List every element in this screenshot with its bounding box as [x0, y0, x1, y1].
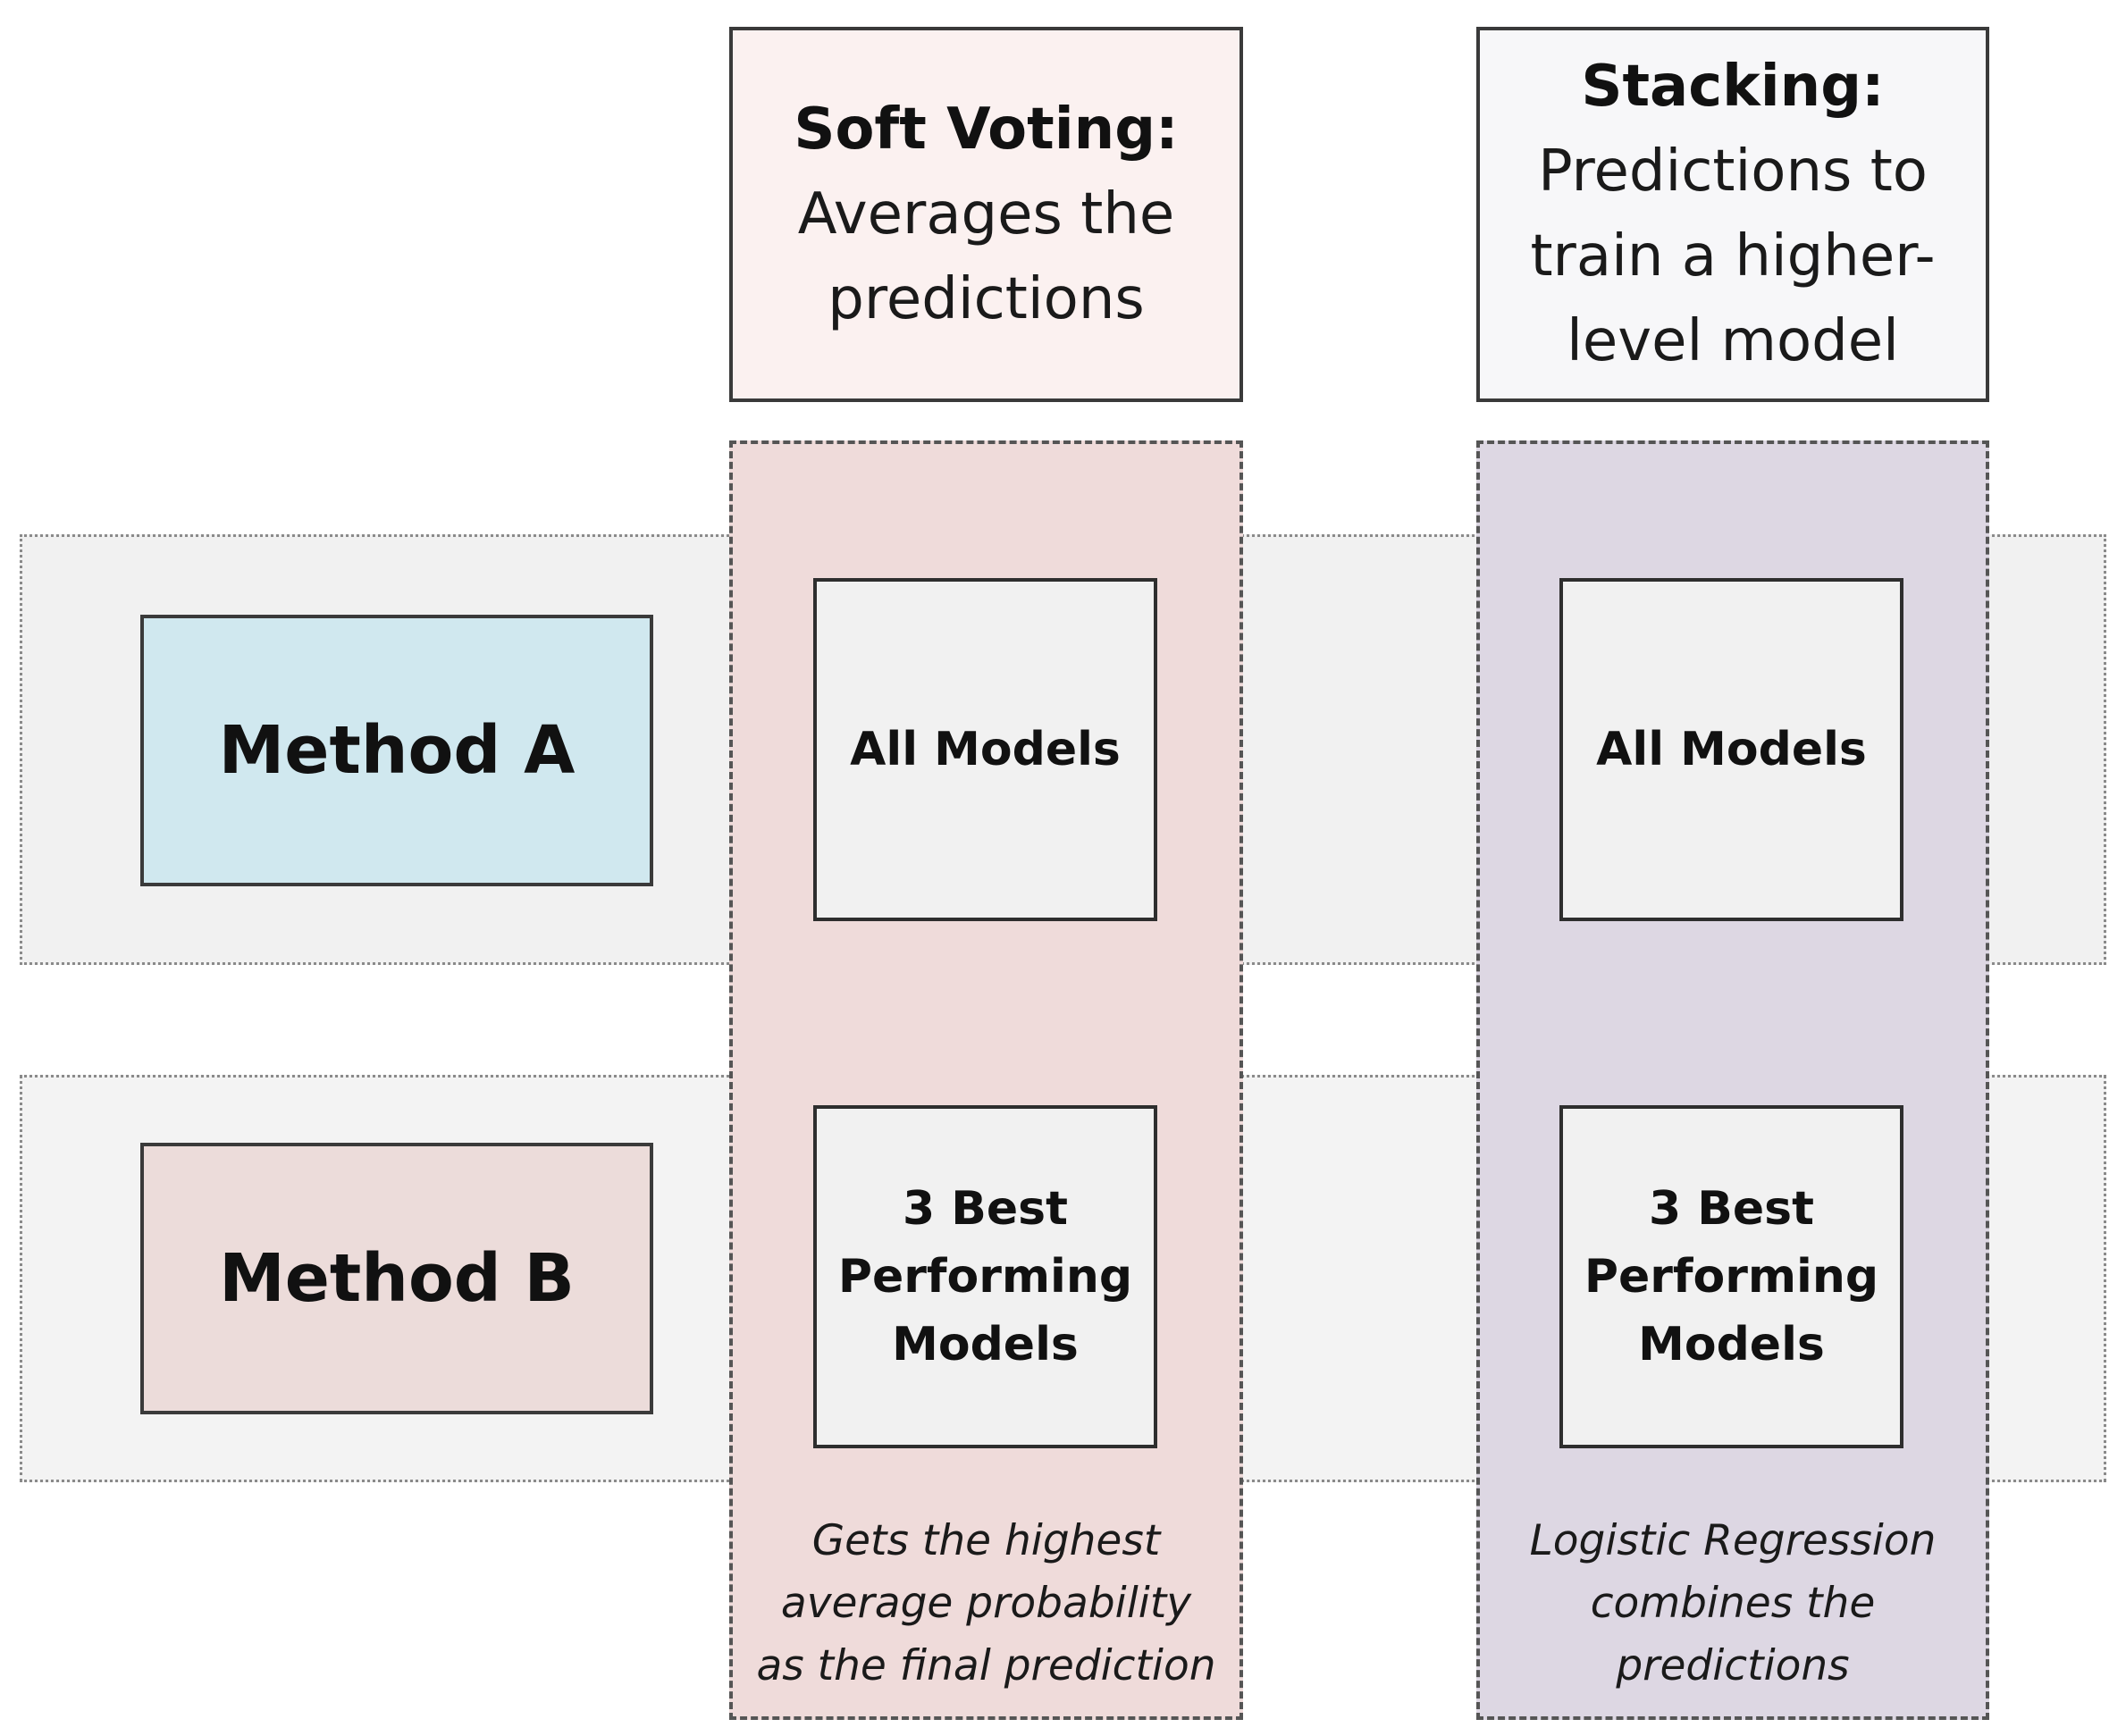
stacking-best-models-box: 3 Best Performing Models — [1559, 1105, 1903, 1448]
stacking-description: Predictions to train a higher- level mod… — [1530, 138, 1936, 374]
stacking-all-models-box: All Models — [1559, 578, 1903, 921]
soft-voting-header: Soft Voting: Averages the predictions — [729, 27, 1243, 402]
method-a-label: Method A — [218, 712, 576, 789]
soft-voting-caption: Gets the highest average probability as … — [756, 1516, 1216, 1690]
soft-voting-all-models-box: All Models — [813, 578, 1157, 921]
stacking-caption: Logistic Regression combines the predict… — [1529, 1516, 1937, 1690]
soft-voting-best-models-box: 3 Best Performing Models — [813, 1105, 1157, 1448]
method-a-box: Method A — [140, 615, 653, 886]
method-b-box: Method B — [140, 1143, 653, 1414]
soft-voting-description: Averages the predictions — [797, 180, 1175, 332]
soft-voting-title: Soft Voting: — [794, 96, 1179, 163]
method-b-label: Method B — [219, 1240, 575, 1317]
stacking-title: Stacking: — [1581, 54, 1885, 120]
stacking-header: Stacking: Predictions to train a higher-… — [1476, 27, 1989, 402]
